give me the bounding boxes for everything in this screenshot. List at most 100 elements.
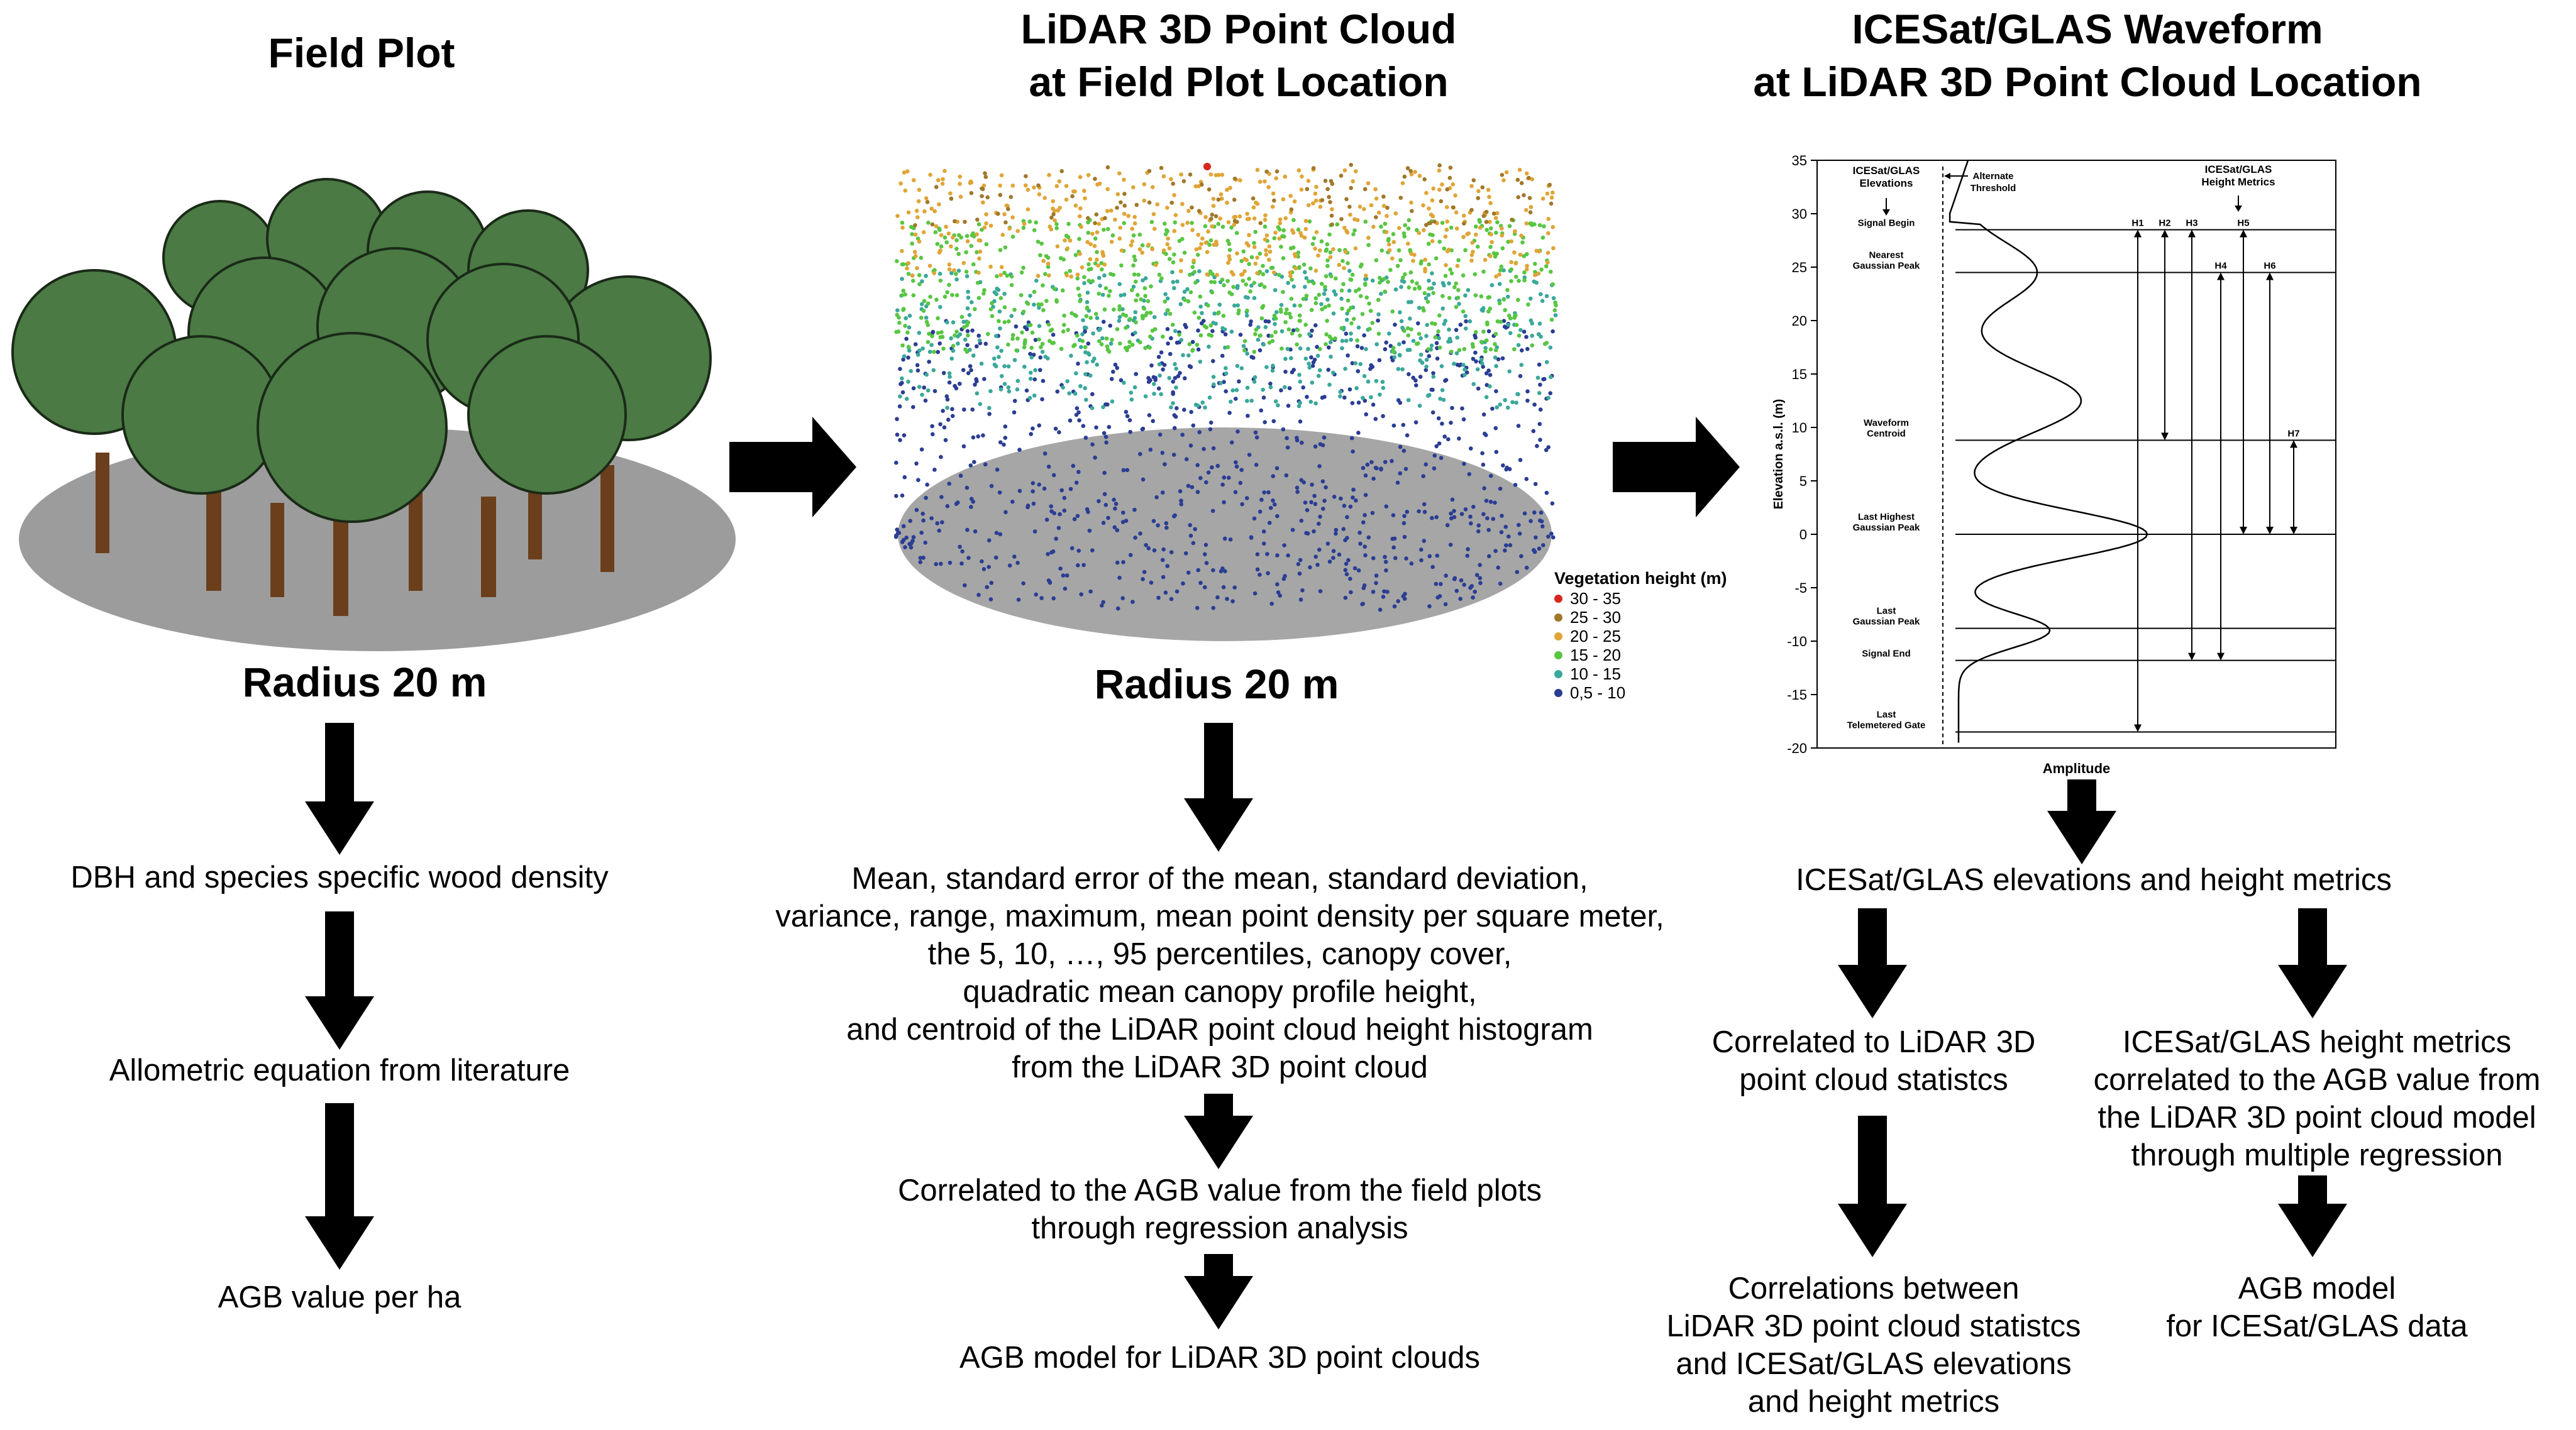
point <box>1503 308 1507 312</box>
point <box>1342 266 1346 270</box>
point <box>1473 293 1478 298</box>
point <box>1457 302 1461 306</box>
point <box>1133 310 1138 314</box>
point <box>1043 355 1048 359</box>
point <box>1025 503 1031 508</box>
point <box>1261 387 1265 392</box>
left-branch-step2: Correlations between LiDAR 3D point clou… <box>1635 1270 2113 1421</box>
point <box>1440 421 1444 426</box>
point <box>1065 379 1070 383</box>
point <box>1161 248 1166 253</box>
point <box>1119 293 1123 298</box>
point <box>1275 553 1280 558</box>
point <box>1146 243 1151 247</box>
point <box>1404 556 1408 561</box>
point <box>1086 173 1091 177</box>
point <box>1474 359 1478 364</box>
point <box>1064 197 1069 202</box>
point <box>1423 296 1429 300</box>
point <box>945 405 949 410</box>
point <box>1368 366 1373 371</box>
point <box>1306 179 1311 183</box>
point <box>1383 221 1388 226</box>
point <box>1488 245 1493 250</box>
point <box>1148 311 1153 315</box>
point <box>1153 378 1158 382</box>
point <box>1376 331 1381 336</box>
point <box>1313 246 1317 251</box>
point <box>1204 480 1208 485</box>
point <box>1479 294 1484 299</box>
point <box>1312 493 1317 498</box>
point <box>1130 239 1135 244</box>
point <box>969 497 974 501</box>
point <box>1366 379 1371 384</box>
point <box>1172 413 1177 417</box>
point <box>1022 345 1027 349</box>
point <box>1252 380 1257 384</box>
point <box>1334 527 1339 532</box>
point <box>1342 168 1347 173</box>
point <box>1353 361 1358 366</box>
point <box>1095 362 1099 367</box>
point <box>902 433 907 437</box>
point <box>1447 295 1452 300</box>
point <box>903 324 907 328</box>
point <box>1161 174 1166 179</box>
point <box>1136 293 1140 297</box>
point <box>1352 217 1357 222</box>
point <box>1338 390 1342 394</box>
point <box>1259 282 1264 287</box>
point <box>1295 490 1300 494</box>
point <box>1078 206 1083 211</box>
point <box>1036 239 1041 244</box>
point <box>1075 333 1080 338</box>
point <box>1308 266 1313 271</box>
point <box>1374 378 1379 383</box>
point <box>1084 397 1088 402</box>
field-step-allometric: Allometric equation from literature <box>109 1053 570 1087</box>
point <box>1512 347 1517 351</box>
point <box>1442 283 1446 288</box>
point <box>1054 536 1058 541</box>
point <box>1095 316 1100 321</box>
point <box>1409 561 1414 566</box>
point <box>931 329 936 334</box>
point <box>1247 233 1251 238</box>
point <box>919 316 924 320</box>
point <box>1367 301 1371 306</box>
point <box>1244 496 1249 500</box>
point <box>1113 506 1117 511</box>
point <box>1425 322 1429 327</box>
lidar-regression-block: Correlated to the AGB value from the fie… <box>780 1172 1660 1247</box>
point <box>1230 388 1235 393</box>
point <box>1474 233 1478 237</box>
point <box>1282 543 1286 547</box>
point <box>1462 461 1466 466</box>
point <box>1175 589 1180 594</box>
point <box>1194 247 1199 251</box>
point <box>1445 205 1449 209</box>
point <box>1310 380 1315 385</box>
point <box>1157 362 1162 366</box>
point <box>1032 393 1037 398</box>
point <box>1444 573 1448 578</box>
point <box>1327 382 1332 387</box>
point <box>1171 379 1175 384</box>
point <box>1203 240 1208 245</box>
point <box>1301 385 1305 390</box>
point <box>1186 570 1191 575</box>
point <box>988 389 993 393</box>
point <box>1488 219 1492 224</box>
point <box>1148 448 1153 452</box>
point <box>1261 263 1265 268</box>
point <box>944 224 948 229</box>
point <box>977 338 982 343</box>
point <box>1501 463 1505 468</box>
point <box>1401 275 1405 280</box>
point <box>1544 448 1549 453</box>
point <box>1414 383 1418 388</box>
point <box>1190 339 1195 344</box>
point <box>1076 361 1080 366</box>
point <box>1338 394 1342 399</box>
